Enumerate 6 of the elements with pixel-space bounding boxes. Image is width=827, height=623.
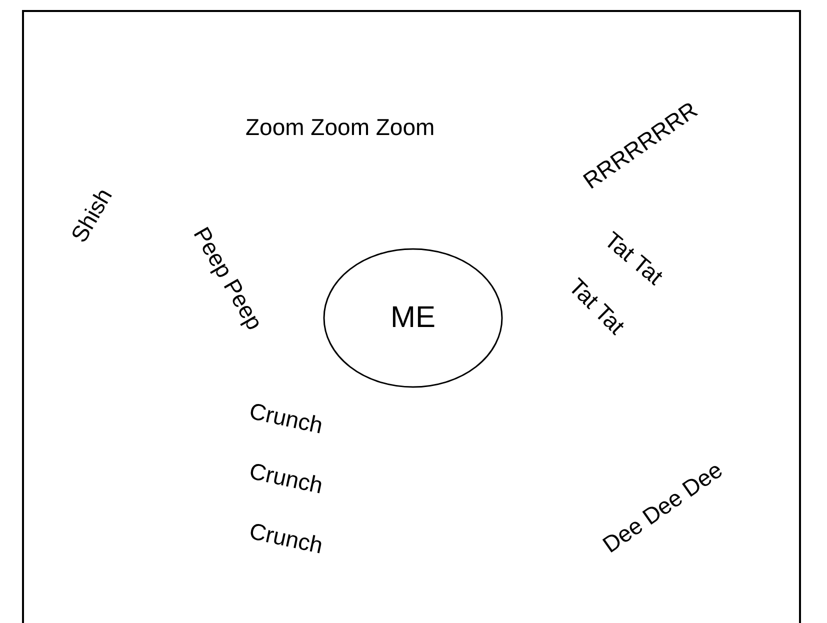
sound-word: Zoom Zoom Zoom [246, 114, 435, 140]
sound-word: Crunch [247, 517, 326, 559]
sound-word: Crunch [247, 397, 326, 439]
node-text: ME [390, 301, 436, 335]
sound-word: Dee Dee Dee [597, 456, 727, 558]
sound-word: Crunch [247, 457, 326, 499]
